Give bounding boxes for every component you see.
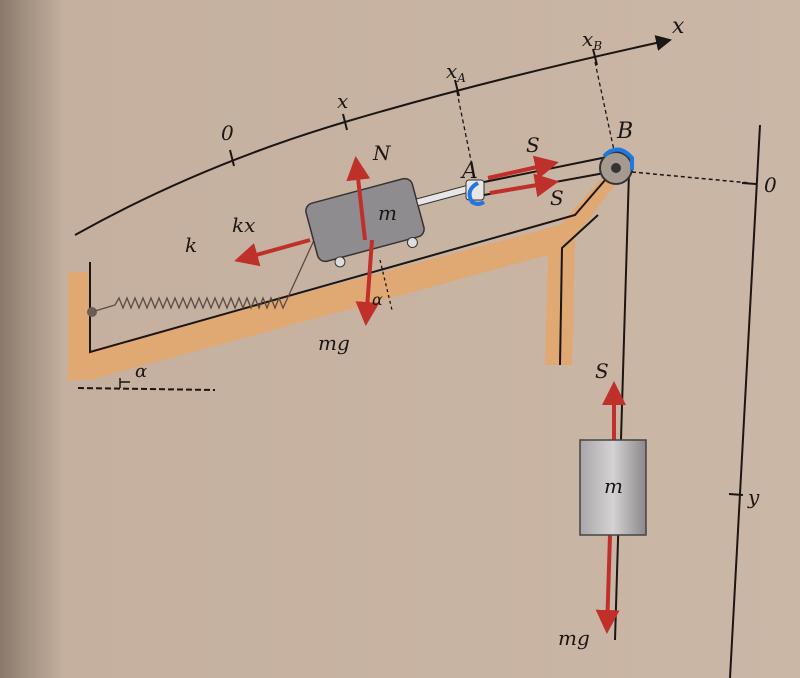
hanging-mass-label: m <box>604 474 623 498</box>
normal-force-arrow <box>346 156 371 241</box>
highlight-a <box>467 181 486 206</box>
horizontal-reference <box>77 387 216 391</box>
forces <box>234 155 626 634</box>
y-axis-label: y <box>747 485 760 509</box>
x-axis-label: x <box>672 14 685 39</box>
point-a-label: A <box>460 159 478 184</box>
tick-label-xb: xB <box>582 27 602 53</box>
point-b-label: B <box>616 119 633 144</box>
weight-arrow-block <box>355 239 380 326</box>
weight-label-hanging: mg <box>558 626 590 650</box>
tick-label-x: x <box>337 89 348 113</box>
spring: k <box>87 233 316 317</box>
incline-support <box>68 171 620 391</box>
tick-label-0: 0 <box>221 121 234 145</box>
tension-arrow-top <box>487 155 559 180</box>
highlight-b <box>602 147 634 170</box>
y-axis: 0 y <box>728 124 777 678</box>
x-axis: x 0 x xA xB <box>74 14 685 236</box>
weight-arrow-hanging <box>595 534 620 634</box>
tick-label-xa: xA <box>446 59 466 85</box>
block-mass-label: m <box>378 201 397 225</box>
normal-force-label: N <box>372 141 392 165</box>
angle-label-base: α <box>135 361 147 382</box>
hanging-mass <box>579 439 647 536</box>
tension-label-hanging: S <box>595 359 609 383</box>
spring-constant-label: k <box>185 233 197 257</box>
hanging-string <box>614 171 630 641</box>
spring-force-arrow <box>234 238 311 267</box>
angle-label-normal: α <box>372 290 383 309</box>
tension-arrow-bottom <box>489 173 559 198</box>
spring-force-label: kx <box>232 213 255 237</box>
block-on-incline <box>305 177 477 268</box>
tension-label-top: S <box>526 133 540 157</box>
y-axis-zero-label: 0 <box>764 173 777 197</box>
tension-label-bottom: S <box>550 186 564 210</box>
weight-label-block: mg <box>318 331 350 355</box>
